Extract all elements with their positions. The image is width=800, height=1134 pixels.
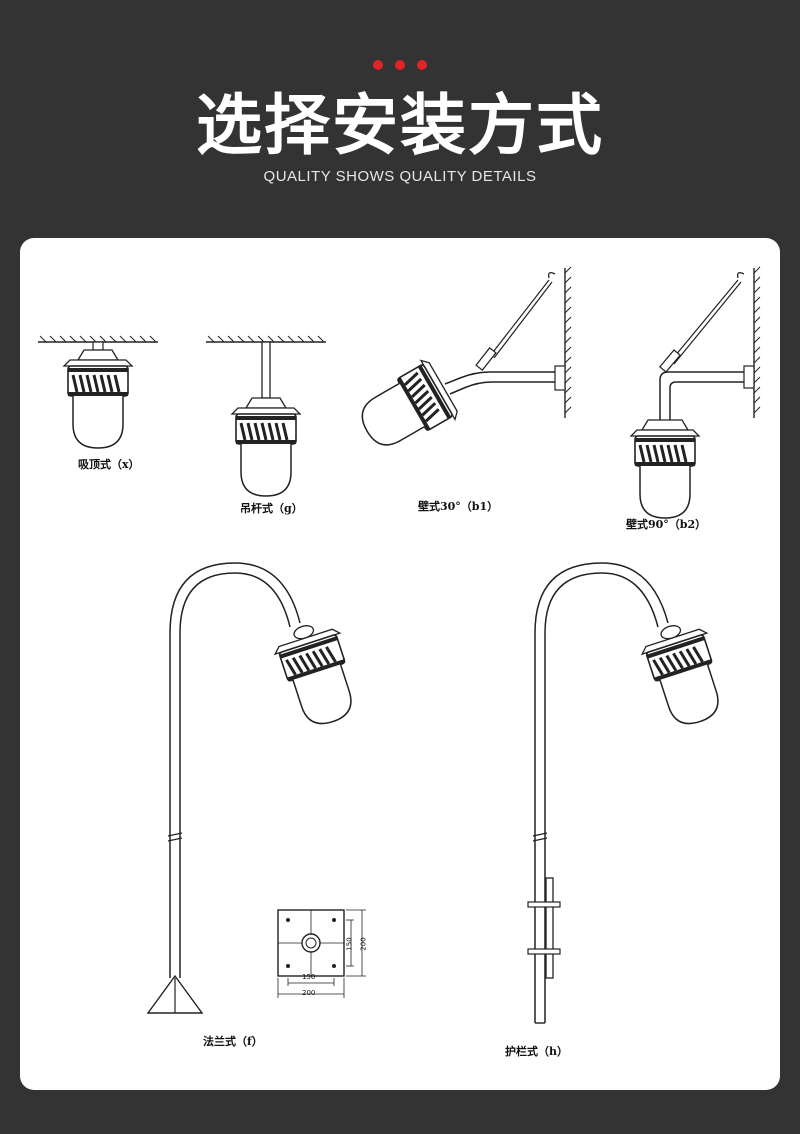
caption-wall-90: 壁式90°（b2） (626, 518, 707, 531)
pendant-rod-drawing (205, 335, 327, 498)
wall-90-drawing (629, 266, 761, 520)
dim-inner-height: 150 (345, 937, 354, 951)
page-title: 选择安装方式 (196, 87, 604, 164)
caption-wall-30: 壁式30°（b1） (418, 500, 499, 513)
page-subtitle: QUALITY SHOWS QUALITY DETAILS (263, 168, 537, 185)
flange-mount-drawing (146, 562, 367, 1014)
dim-inner-width: 150 (302, 973, 316, 981)
installation-diagram-panel: 吸顶式（x） 吊杆式（g） 壁式30°（b1） 壁式90°（b2） 法兰式（f）… (20, 238, 780, 1090)
installation-diagram (37, 266, 761, 1024)
red-dot-icon (373, 60, 383, 70)
red-dot-icon (417, 60, 427, 70)
dim-outer-width: 200 (302, 989, 316, 997)
decorative-dots (0, 60, 800, 70)
dim-outer-height: 200 (359, 937, 368, 951)
red-dot-icon (395, 60, 405, 70)
caption-guardrail-mount: 护栏式（h） (505, 1045, 568, 1058)
ceiling-mount-drawing (37, 335, 159, 450)
caption-pendant-rod: 吊杆式（g） (240, 502, 303, 515)
wall-30-drawing (348, 266, 572, 462)
flange-plate-drawing (277, 909, 366, 998)
caption-ceiling-mount: 吸顶式（x） (78, 458, 140, 471)
caption-flange-mount: 法兰式（f） (203, 1035, 263, 1048)
guardrail-mount-drawing (527, 562, 734, 1024)
